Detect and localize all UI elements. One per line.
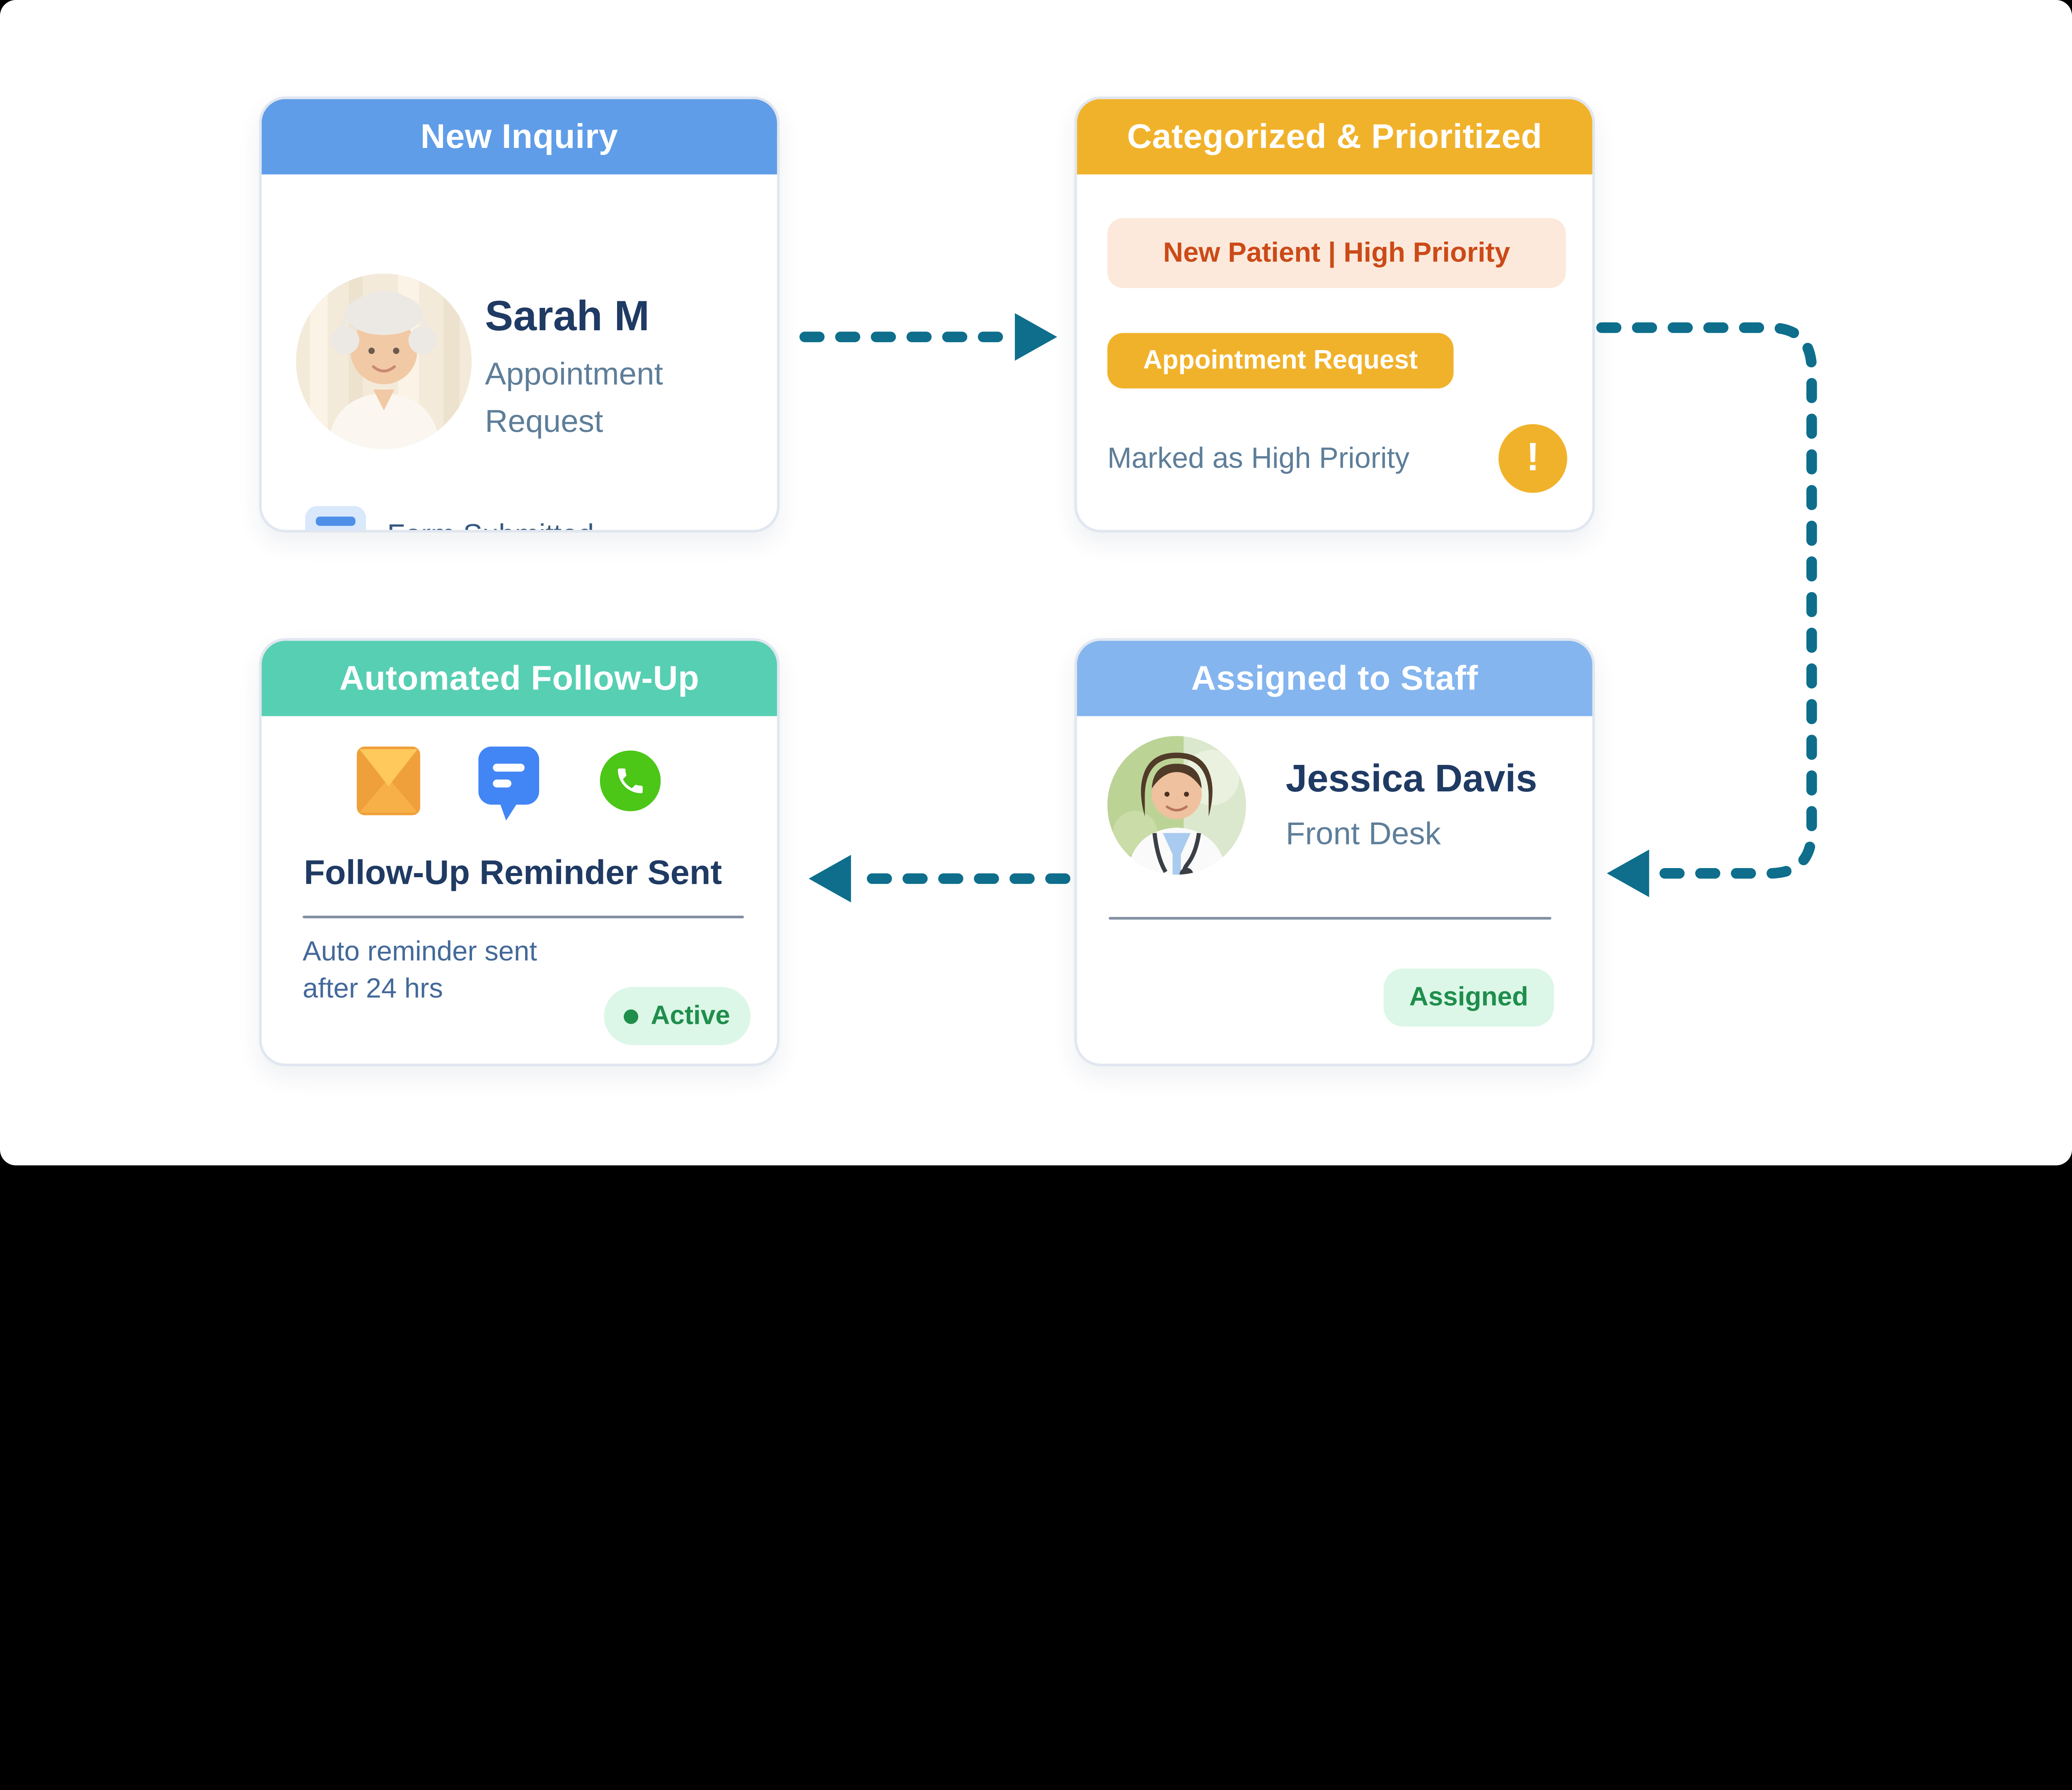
note-line-1: Auto reminder sent [303, 936, 537, 968]
form-lines-icon [305, 506, 366, 530]
card-header-follow-up: Automated Follow-Up [261, 641, 777, 716]
phone-icon [600, 750, 661, 811]
channel-icons-row [356, 746, 687, 821]
staff-info: Jessica Davis Front Desk [1286, 757, 1570, 853]
flow-arrows [799, 313, 1817, 902]
exclamation-icon: ! [1498, 424, 1567, 493]
form-submitted-row: Form Submitted [305, 506, 594, 530]
card-categorized-prioritized: Categorized & Prioritized New Patient | … [1074, 96, 1595, 533]
active-status-badge: Active [604, 987, 751, 1045]
arrow-assigned-to-followup [808, 855, 1070, 902]
category-badge: New Patient | High Priority [1107, 218, 1566, 288]
card-header-assigned: Assigned to Staff [1077, 641, 1593, 716]
card-title: Automated Follow-Up [339, 658, 700, 698]
card-automated-follow-up: Automated Follow-Up Follow-Up Reminder [259, 638, 780, 1067]
request-type-badge: Appointment Request [1107, 333, 1454, 389]
active-label: Active [651, 1001, 730, 1030]
priority-note: Marked as High Priority [1107, 441, 1410, 474]
assigned-status-badge: Assigned [1383, 968, 1554, 1027]
patient-name: Sarah M [485, 292, 650, 340]
card-assigned-to-staff: Assigned to Staff [1074, 638, 1595, 1067]
staff-role: Front Desk [1285, 816, 1441, 852]
staff-name: Jessica Davis [1285, 758, 1537, 801]
divider [303, 915, 744, 919]
card-title: Categorized & Prioritized [1127, 116, 1542, 156]
form-submitted-label: Form Submitted [387, 518, 594, 530]
sms-icon [478, 746, 540, 821]
staff-avatar [1107, 736, 1247, 875]
card-new-inquiry: New Inquiry [259, 96, 780, 533]
auto-reminder-note: Auto reminder sent after 24 hrs [303, 934, 537, 1008]
patient-avatar [296, 273, 472, 450]
card-header-categorized: Categorized & Prioritized [1077, 99, 1593, 174]
active-dot-icon [624, 1009, 639, 1023]
divider [1109, 917, 1552, 920]
note-line-2: after 24 hrs [303, 973, 443, 1004]
email-icon [356, 746, 421, 815]
card-title: Assigned to Staff [1191, 658, 1478, 698]
assigned-label: Assigned [1409, 982, 1528, 1012]
patient-request-type: Appointment Request [485, 356, 663, 440]
arrow-inquiry-to-categorized [799, 313, 1058, 361]
card-title: New Inquiry [420, 116, 618, 156]
follow-up-headline: Follow-Up Reminder Sent [304, 852, 722, 892]
patient-info: Sarah M Appointment Request [485, 292, 749, 446]
arrow-categorized-to-assigned [1596, 322, 1817, 897]
card-header-new-inquiry: New Inquiry [261, 99, 777, 174]
page-background: New Inquiry [0, 0, 2072, 1166]
workflow-canvas: New Inquiry [0, 0, 2072, 1166]
priority-row: Marked as High Priority ! [1107, 424, 1567, 493]
